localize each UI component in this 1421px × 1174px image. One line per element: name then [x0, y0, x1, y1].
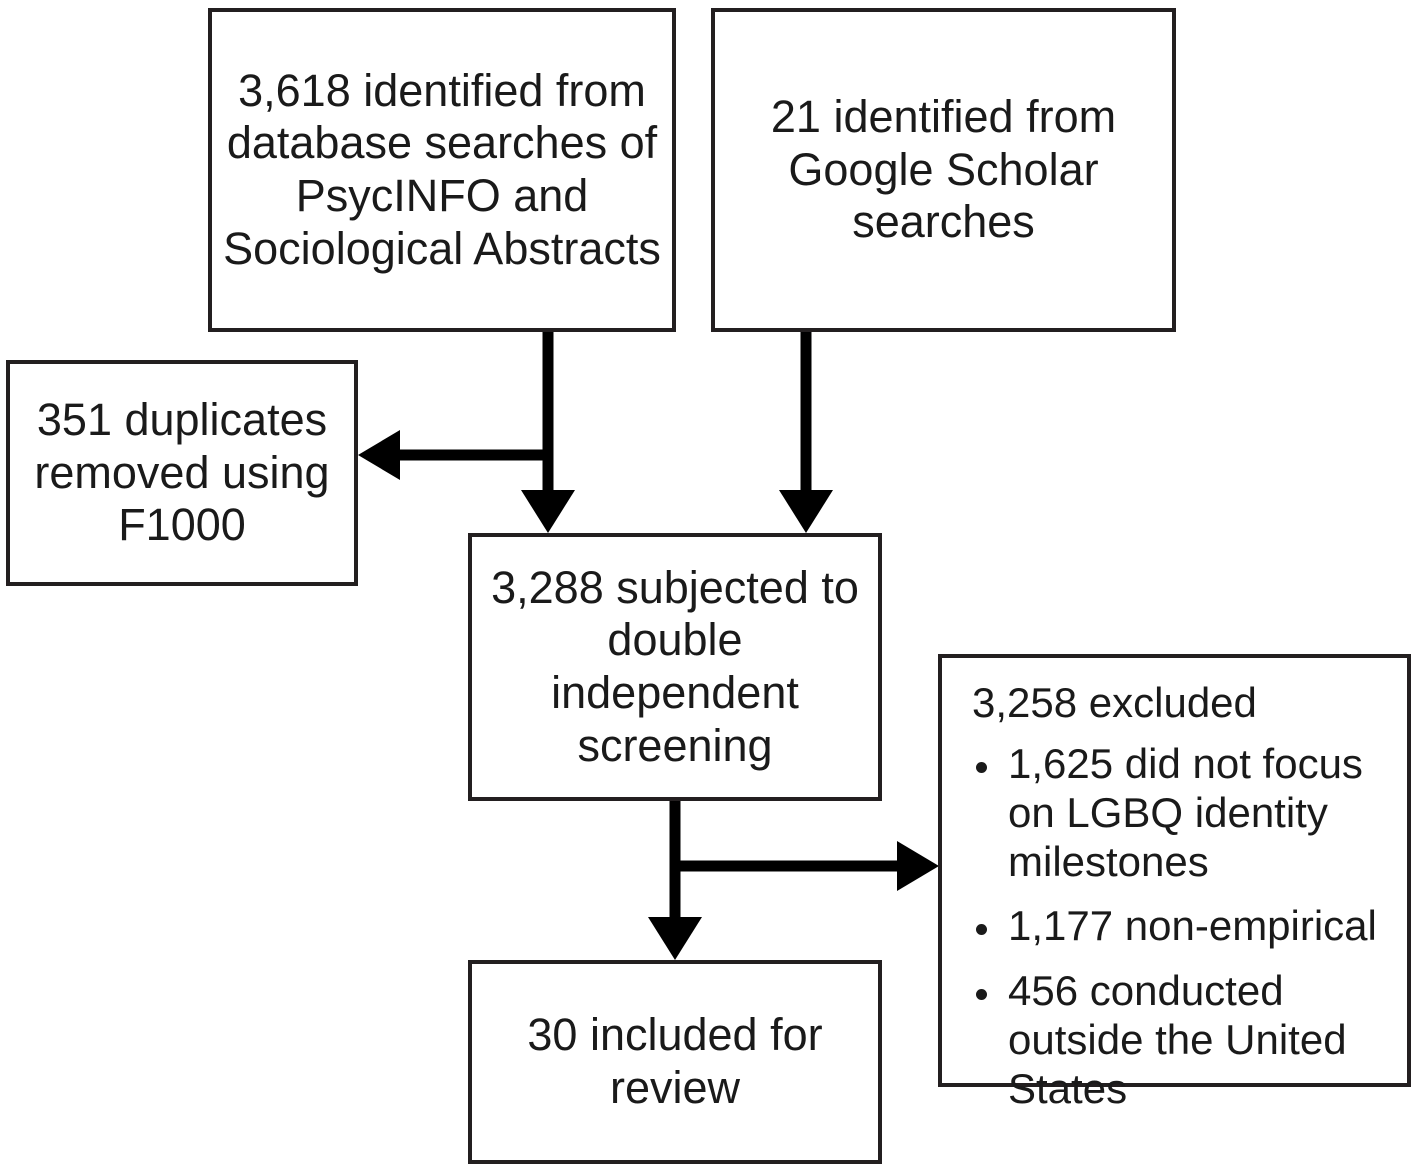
arrowhead-to-excluded — [897, 841, 939, 891]
duplicates-removed-box: 351 duplicates removed using F1000 — [6, 360, 358, 586]
arrowhead-db-search-to-screening — [521, 490, 575, 533]
excluded-reason-item: 1,177 non-empirical — [966, 902, 1393, 951]
excluded-reason-text: 1,177 non-empirical — [1008, 902, 1377, 950]
database-search-label: 3,618 identified from database searches … — [223, 64, 661, 274]
screening-label: 3,288 subjected to double independent sc… — [491, 561, 859, 771]
screening-box: 3,288 subjected to double independent sc… — [468, 533, 882, 801]
excluded-box: 3,258 excluded 1,625 did not focus on LG… — [938, 654, 1411, 1112]
included-label: 30 included for review — [527, 1009, 823, 1113]
arrowhead-google-scholar-to-screening — [779, 490, 833, 533]
google-scholar-box: 21 identified from Google Scholar search… — [711, 8, 1176, 332]
arrowhead-screening-to-included — [648, 917, 702, 960]
bullet-icon — [976, 988, 987, 1000]
excluded-reason-text: 1,625 did not focus on LGBQ identity mil… — [1008, 740, 1363, 885]
excluded-reason-text: 456 conducted outside the United States — [1008, 967, 1347, 1112]
excluded-heading: 3,258 excluded — [972, 679, 1257, 726]
bullet-icon — [976, 924, 987, 936]
google-scholar-label: 21 identified from Google Scholar search… — [770, 91, 1117, 248]
bullet-icon — [976, 762, 987, 774]
database-search-box: 3,618 identified from database searches … — [208, 8, 676, 332]
arrowhead-to-duplicates — [358, 430, 400, 480]
duplicates-removed-label: 351 duplicates removed using F1000 — [34, 394, 330, 551]
excluded-reason-item: 1,625 did not focus on LGBQ identity mil… — [966, 740, 1393, 886]
excluded-reason-list: 1,625 did not focus on LGBQ identity mil… — [966, 740, 1393, 1113]
included-box: 30 included for review — [468, 960, 882, 1164]
excluded-reason-item: 456 conducted outside the United States — [966, 967, 1393, 1113]
